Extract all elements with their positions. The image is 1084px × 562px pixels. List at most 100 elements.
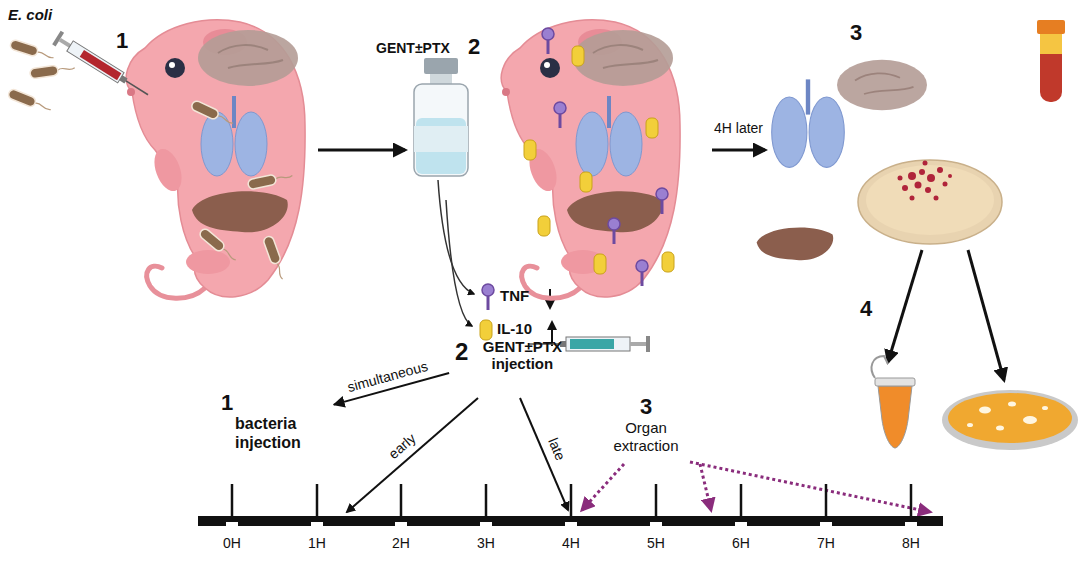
petri-dish (898, 176, 903, 181)
extracted-organs (757, 227, 834, 260)
drug-vial (430, 74, 452, 84)
tnf-symbol (482, 284, 494, 310)
cytokines (662, 252, 674, 272)
petri-dish (919, 169, 925, 175)
agar-plate (942, 390, 1078, 450)
drug-vial (414, 126, 468, 152)
blood-tube (1037, 20, 1065, 102)
cytokines (538, 216, 550, 236)
bacteria-cluster (7, 88, 52, 114)
syringe (52, 31, 64, 47)
syringe (67, 41, 124, 83)
timing-arrow (520, 398, 568, 510)
bacteria-in-body (190, 100, 293, 281)
timeline-axis (400, 484, 403, 516)
step-text: GENT±PTX injection (468, 338, 572, 373)
timing-label: early (385, 430, 418, 462)
step-arrow (712, 149, 765, 152)
cytokines (656, 188, 668, 214)
mouse-pup (501, 20, 680, 298)
timeline-axis (485, 484, 488, 516)
bacteria-cluster (9, 39, 55, 62)
timeline-axis (231, 484, 234, 516)
agar-plate (1023, 416, 1037, 424)
cytokine-label: TNF (500, 287, 529, 304)
cytokines (580, 172, 592, 192)
petri-dish (943, 182, 948, 187)
timeline-axis (311, 522, 323, 526)
petri-dish (937, 167, 943, 173)
bacteria-in-body (247, 171, 293, 190)
eppendorf-tube (878, 386, 912, 448)
petri-dish (925, 187, 931, 193)
timeline-axis (480, 522, 492, 526)
drug-vial (424, 58, 458, 74)
time-note: 4H later (714, 120, 763, 136)
timing-arrow (347, 398, 478, 512)
blood-tube (1037, 20, 1065, 34)
timeline-axis (905, 522, 917, 526)
callout-number: 3 (850, 20, 862, 45)
step-label-group: 3Organ extraction (598, 392, 694, 456)
petri-dish (915, 182, 922, 189)
bacteria-cluster (29, 63, 75, 79)
cytokines (646, 118, 658, 138)
cytokines (554, 102, 566, 128)
petri-dish (927, 174, 935, 182)
petri-dish (934, 196, 939, 201)
callout-number: 1 (116, 28, 128, 53)
timing-label: late (545, 435, 569, 462)
extracted-organs (837, 60, 927, 110)
bacteria-in-body (190, 100, 235, 128)
syringe (80, 50, 122, 80)
bacteria-in-body (198, 227, 239, 264)
time-tick-label: 4H (562, 535, 580, 551)
eppendorf-tube (872, 356, 888, 378)
step-arrow (968, 250, 1004, 380)
petri-dish (923, 161, 928, 166)
agar-plate (1042, 406, 1048, 410)
eppendorf-tube (875, 378, 915, 386)
callout-number: 4 (860, 296, 872, 321)
petri-dish (948, 174, 952, 178)
organism-label: E. coli (8, 6, 52, 23)
petri-dish (902, 185, 908, 191)
syringe (646, 336, 650, 352)
syringe (630, 342, 646, 346)
tnf-symbol (482, 284, 494, 310)
timeline-axis (565, 522, 577, 526)
time-tick-label: 0H (223, 535, 241, 551)
timeline-axis (650, 522, 662, 526)
timeline-axis (825, 484, 828, 516)
agar-plate (942, 390, 1078, 450)
time-tick-label: 7H (817, 535, 835, 551)
agar-plate (1008, 402, 1016, 407)
mouse-pup (501, 20, 680, 298)
syringe (52, 31, 152, 102)
timeline-axis (570, 484, 573, 516)
time-tick-label: 5H (647, 535, 665, 551)
callout-number: 2 (468, 34, 480, 59)
step-arrow (888, 250, 922, 362)
timeline-axis (820, 522, 832, 526)
petri-dish (858, 160, 1002, 244)
drug-vial (414, 84, 468, 176)
extraction-arrows (690, 462, 930, 512)
agar-plate (996, 426, 1004, 431)
step-text: bacteria injection (221, 415, 327, 452)
il10-symbol (480, 320, 492, 340)
agar-plate (979, 407, 991, 414)
step-arrow (318, 149, 405, 152)
drug-label: GENT±PTX (376, 40, 450, 56)
extracted-organs (772, 79, 845, 167)
cytokines (594, 254, 606, 274)
effect-line (438, 180, 474, 294)
syringe (119, 75, 127, 83)
petri-dish (858, 160, 1002, 244)
extraction-arrows (582, 462, 930, 512)
cytokines (636, 260, 648, 286)
